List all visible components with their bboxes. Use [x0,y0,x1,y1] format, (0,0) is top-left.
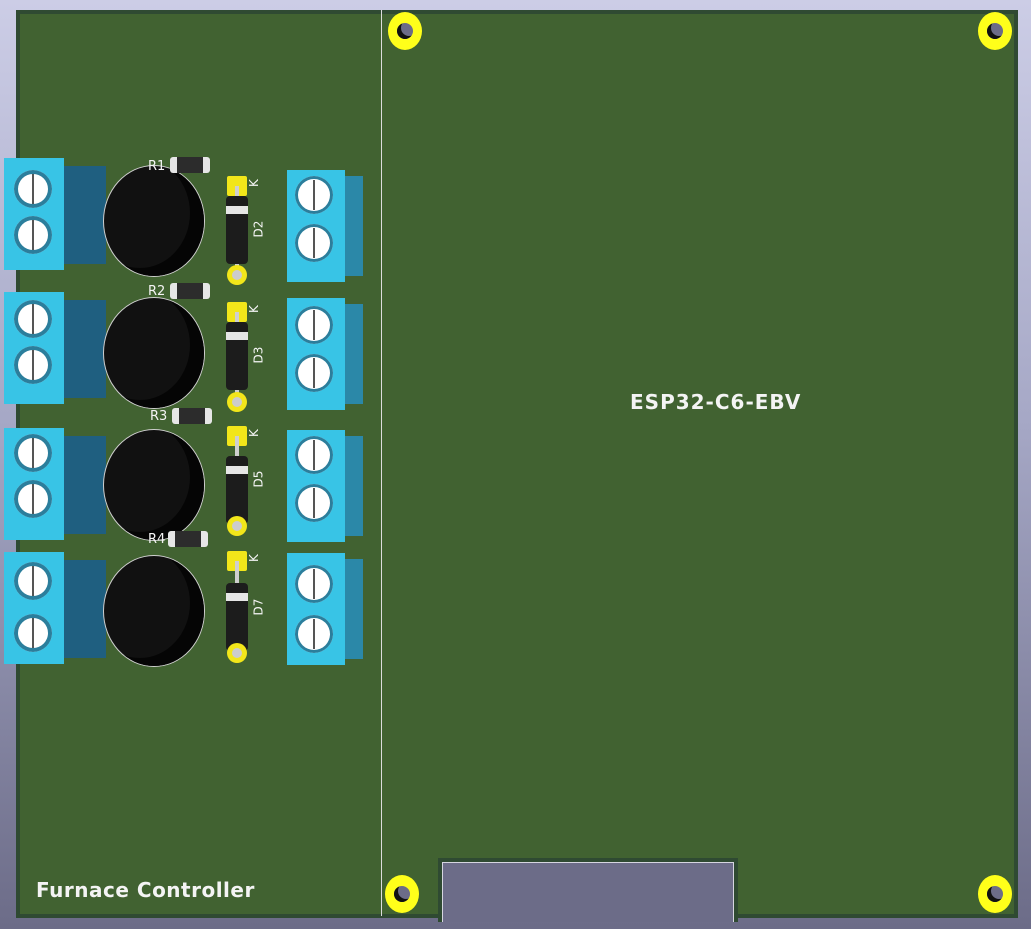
anode-pad [227,643,247,663]
screw-icon [295,176,333,214]
screw-icon [295,306,333,344]
output-terminal-4 [287,553,365,665]
board-cutout [442,862,734,922]
resistor-r4 [168,531,208,547]
cathode-mark: K [246,179,261,187]
diode-d3 [226,322,248,390]
mounting-hole-top-right [978,12,1012,50]
input-terminal-3 [4,428,106,540]
screw-icon [14,434,52,472]
relay-3 [104,430,204,540]
screw-icon [295,615,333,653]
resistor-r2 [170,283,210,299]
diode-d2 [226,196,248,264]
relay-2 [104,298,204,408]
cathode-mark: K [246,429,261,437]
screw-icon [295,224,333,262]
diode-d7 [226,583,248,651]
diode-label: D3 [251,346,266,364]
relay-4 [104,556,204,666]
output-terminal-1 [287,170,365,282]
diode-label: D7 [251,598,266,616]
resistor-label: R1 [148,159,166,174]
cathode-mark: K [246,305,261,313]
diode-label: D5 [251,470,266,488]
relay-1 [104,166,204,276]
resistor-r1 [170,157,210,173]
board-title: Furnace Controller [36,878,255,902]
output-terminal-2 [287,298,365,410]
screw-icon [295,354,333,392]
screw-icon [14,216,52,254]
output-terminal-3 [287,430,365,542]
resistor-r3 [172,408,212,424]
mounting-hole-top-left [388,12,422,50]
mounting-hole-bottom-right [978,875,1012,913]
screw-icon [14,346,52,384]
cathode-mark: K [246,554,261,562]
screw-icon [295,565,333,603]
module-label: ESP32-C6-EBV [630,390,802,414]
mounting-hole-bottom-left [385,875,419,913]
screw-icon [14,300,52,338]
screw-icon [295,436,333,474]
diode-d5 [226,456,248,524]
module-outline [381,10,382,916]
screw-icon [14,614,52,652]
input-terminal-4 [4,552,106,664]
anode-pad [227,265,247,285]
anode-pad [227,516,247,536]
anode-pad [227,392,247,412]
screw-icon [14,480,52,518]
screw-icon [14,562,52,600]
resistor-label: R2 [148,284,166,299]
input-terminal-1 [4,158,106,270]
screw-icon [14,170,52,208]
input-terminal-2 [4,292,106,404]
screw-icon [295,484,333,522]
diode-label: D2 [251,220,266,238]
resistor-label: R4 [148,532,166,547]
resistor-label: R3 [150,409,168,424]
